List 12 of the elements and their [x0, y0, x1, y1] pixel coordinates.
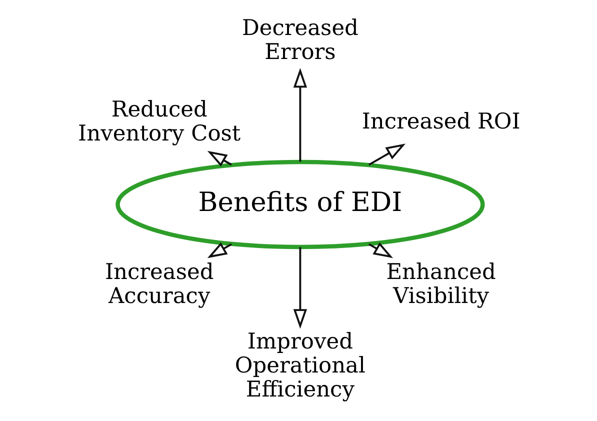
node-text: Reduced Inventory Cost [78, 97, 240, 147]
node-text: Decreased Errors [241, 16, 358, 66]
node-text: Increased Accuracy [104, 260, 214, 310]
arrow [368, 242, 393, 258]
node-text: Enhanced Visibility [386, 260, 496, 310]
arrow [206, 150, 232, 167]
node-text: Increased ROI [361, 109, 520, 134]
node-text: Improved Operational Efficiency [234, 329, 365, 403]
arrow [292, 68, 307, 162]
arrow [292, 247, 307, 329]
arrow [368, 144, 406, 166]
arrow [206, 242, 232, 258]
